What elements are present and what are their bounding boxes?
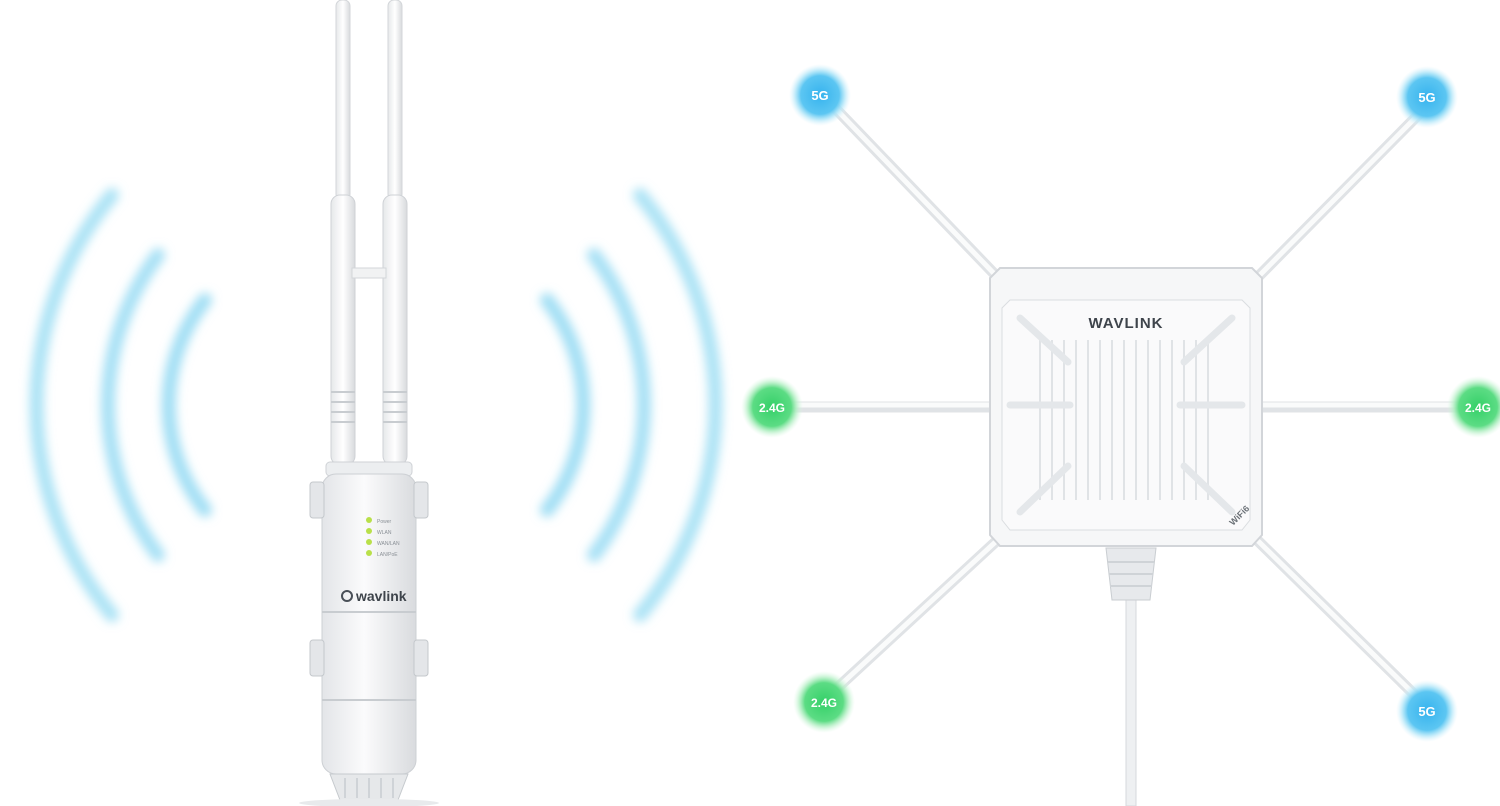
led-label-power: Power (377, 519, 392, 525)
outdoor-antennas (330, 0, 408, 466)
svg-text:2.4G: 2.4G (811, 696, 837, 710)
svg-text:2.4G: 2.4G (1465, 401, 1491, 415)
svg-text:5G: 5G (811, 88, 828, 103)
svg-text:5G: 5G (1418, 704, 1435, 719)
status-leds: Power WLAN WAN/LAN LAN/PoE (366, 517, 400, 558)
band-label-top-right: 5G (1396, 66, 1458, 128)
svg-text:5G: 5G (1418, 90, 1435, 105)
led-label-wan-lan: WAN/LAN (377, 541, 400, 547)
signal-waves-left (29, 188, 212, 622)
router-brand-text: WAVLINK (1088, 315, 1163, 332)
router-body: WAVLINK WiFi6 (989, 267, 1263, 547)
left-shadow (299, 799, 439, 806)
band-label-mid-left: 2.4G (741, 376, 803, 438)
band-label-bottom-left: 2.4G (793, 671, 855, 733)
led-label-wlan: WLAN (377, 530, 392, 536)
led-label-lan-poe: LAN/PoE (377, 552, 398, 558)
signal-waves-right (540, 188, 723, 622)
wavlink-logo-left: wavlink (341, 588, 407, 604)
outdoor-access-point-body (309, 461, 429, 801)
left-brand-text: wavlink (355, 588, 407, 604)
ethernet-cable (1105, 547, 1157, 806)
svg-text:2.4G: 2.4G (759, 401, 785, 415)
band-label-top-left: 5G (789, 64, 851, 126)
router-antennas (766, 102, 1484, 711)
band-label-mid-right: 2.4G (1447, 376, 1500, 438)
band-label-bottom-right: 5G (1396, 680, 1458, 742)
router-vent-pattern (1039, 340, 1209, 500)
